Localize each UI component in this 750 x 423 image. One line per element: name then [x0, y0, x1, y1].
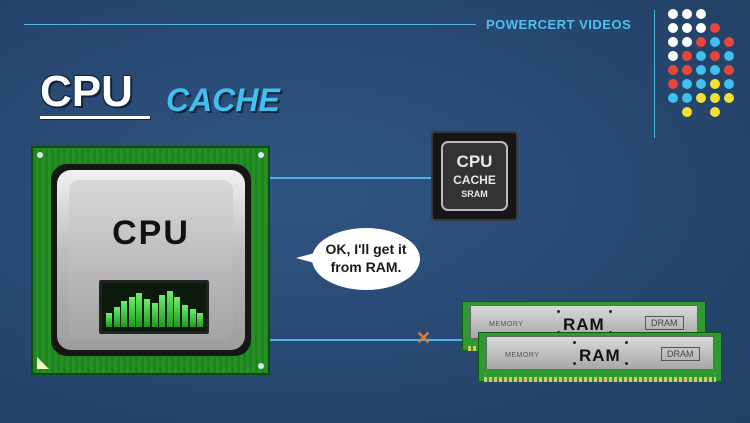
decorative-dot: [724, 51, 734, 61]
activity-bar: [113, 307, 120, 327]
decorative-dot: [682, 37, 692, 47]
ram-screw: [557, 310, 560, 313]
activity-bar: [166, 291, 173, 327]
decorative-dot: [724, 79, 734, 89]
speech-bubble: [312, 228, 420, 290]
decorative-dot: [710, 79, 720, 89]
decorative-dot: [682, 79, 692, 89]
activity-bar: [159, 295, 166, 327]
activity-bar: [182, 305, 188, 327]
decorative-dot: [696, 93, 706, 103]
cpu-activity-display: [99, 280, 209, 334]
ram-screw: [573, 341, 576, 344]
decorative-dot: [682, 9, 692, 19]
decorative-dot: [682, 93, 692, 103]
activity-bar: [128, 297, 135, 327]
activity-bar: [197, 313, 204, 327]
cpu-lid-inner: CPU: [69, 180, 233, 340]
activity-bar: [121, 301, 128, 327]
activity-bar: [136, 293, 143, 327]
decorative-dot: [724, 37, 734, 47]
blocked-x-icon: ✕: [416, 328, 432, 348]
ram-screw: [625, 362, 628, 365]
cpu-chip: CPU: [31, 146, 270, 375]
ram-label: RAM: [563, 315, 605, 334]
decorative-dot: [724, 93, 734, 103]
decorative-dot: [696, 9, 706, 19]
cache-chip-line-1: CPU: [456, 152, 493, 171]
decorative-dot: [682, 107, 692, 117]
ram-type: DRAM: [661, 347, 700, 361]
cpu-chip-label: CPU: [112, 214, 190, 252]
activity-bar: [106, 313, 112, 327]
ram-screw: [573, 362, 576, 365]
decorative-dot: [668, 79, 678, 89]
decorative-dot: [696, 79, 706, 89]
activity-bar: [151, 303, 158, 327]
decorative-dot: [696, 23, 706, 33]
ram-memory-text: MEMORY: [489, 321, 524, 328]
decorative-dot: [710, 107, 720, 117]
cache-sram-chip-face: CPU CACHE SRAM: [441, 141, 508, 211]
ram-memory-text: MEMORY: [505, 352, 540, 359]
speech-bubble-text: OK, I'll get it from RAM.: [312, 240, 420, 276]
vertical-rule: [654, 10, 655, 138]
title-cpu: CPU: [40, 67, 133, 116]
decorative-dot: [696, 65, 706, 75]
decorative-dot: [724, 65, 734, 75]
activity-bar: [144, 299, 150, 327]
pin1-marker-icon: [37, 357, 49, 369]
ram-module: MEMORY RAM DRAM: [478, 332, 722, 382]
speech-line-2: from RAM.: [330, 259, 402, 275]
wire-cpu-to-cache: [270, 177, 432, 179]
decorative-dot: [668, 65, 678, 75]
cache-sram-chip: CPU CACHE SRAM: [431, 131, 518, 221]
decorative-dot: [710, 93, 720, 103]
ram-screw: [625, 341, 628, 344]
title-underline: [40, 116, 150, 119]
decorative-dot: [710, 65, 720, 75]
ram-pins: [484, 377, 716, 382]
decorative-dot: [696, 51, 706, 61]
decorative-dot: [696, 37, 706, 47]
activity-bar: [174, 297, 181, 327]
decorative-dot: [682, 65, 692, 75]
decorative-dot: [668, 23, 678, 33]
wire-cpu-to-ram: [270, 339, 480, 341]
decorative-dot: [682, 51, 692, 61]
decorative-dot: [668, 37, 678, 47]
cache-chip-line-3: SRAM: [461, 189, 488, 199]
ram-screw: [609, 310, 612, 313]
ram-label: RAM: [579, 346, 621, 365]
mount-hole: [258, 152, 264, 158]
ram-type: DRAM: [645, 316, 684, 330]
activity-bar: [189, 309, 196, 327]
header-rule: [24, 24, 476, 25]
cpu-lid: CPU: [57, 170, 245, 350]
cache-chip-line-2: CACHE: [453, 173, 496, 187]
brand-name: POWERCERT VIDEOS: [486, 17, 632, 32]
decorative-dot: [710, 37, 720, 47]
decorative-dot: [668, 93, 678, 103]
ram-label-plate: MEMORY RAM DRAM: [486, 336, 714, 370]
cpu-heat-spreader: CPU: [51, 164, 251, 356]
title-cache: CACHE: [166, 82, 280, 118]
mount-hole: [37, 152, 43, 158]
decorative-dot: [710, 51, 720, 61]
mount-hole: [258, 363, 264, 369]
decorative-dot: [668, 9, 678, 19]
speech-line-1: OK, I'll get it: [325, 241, 407, 257]
decorative-dot: [682, 23, 692, 33]
decorative-dot: [710, 23, 720, 33]
decorative-dot: [668, 51, 678, 61]
